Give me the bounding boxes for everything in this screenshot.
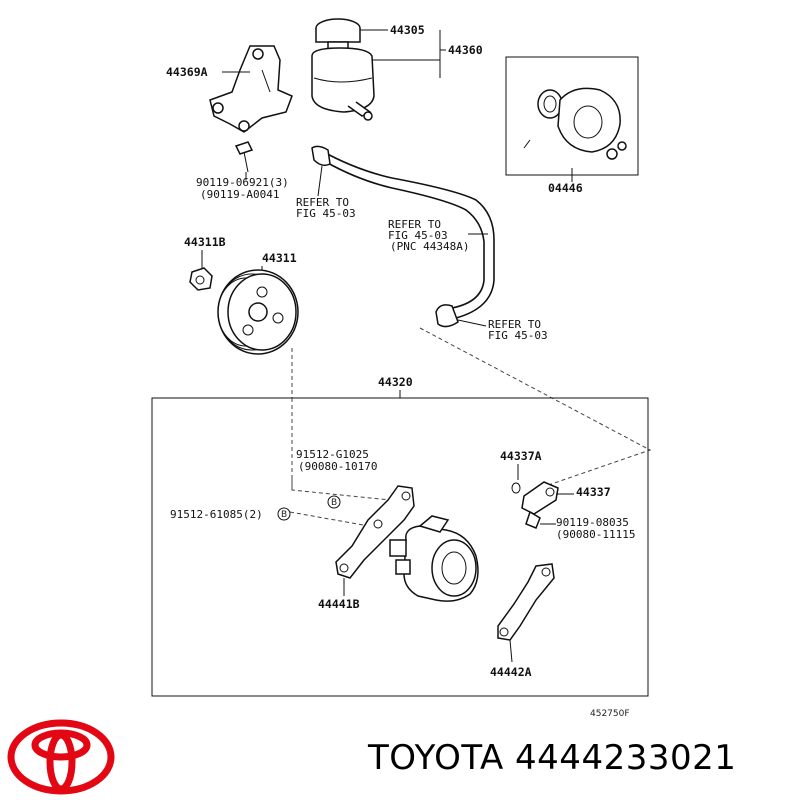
- label-44311: 44311: [262, 251, 297, 265]
- reservoir-tank: [311, 18, 375, 121]
- label-bolt-90119-a0041: (90119-A0041: [200, 188, 279, 201]
- assembly-box-44320: [151, 397, 649, 697]
- label-refer-1a: REFER TO: [296, 196, 349, 209]
- label-screw-91512-g1025: 91512-G1025: [296, 448, 369, 461]
- label-44320: 44320: [378, 375, 413, 389]
- label-44311b: 44311B: [184, 235, 226, 249]
- label-bolt-90080-11115: (90080-11115: [556, 528, 635, 541]
- label-refer-3b: FIG 45-03: [488, 329, 548, 342]
- label-04446: 04446: [548, 181, 583, 195]
- part-number: 4444233021: [515, 738, 737, 778]
- label-bolt-90119-06921: 90119-06921(3): [196, 176, 289, 189]
- label-44305: 44305: [390, 23, 425, 37]
- toyota-logo-icon: [7, 719, 115, 795]
- brand-name: TOYOTA: [368, 738, 504, 778]
- label-44442a: 44442A: [490, 665, 532, 679]
- label-bolt-91512-61085: 91512-61085(2): [170, 508, 263, 521]
- nut-44311b: [189, 267, 213, 291]
- label-bolt-90119-08035: 90119-08035: [556, 516, 629, 529]
- mark-b-right-text: B: [331, 498, 337, 508]
- pump-body: [389, 515, 479, 602]
- label-refer-2b: FIG 45-03: [388, 229, 448, 242]
- gasket-kit: [523, 87, 627, 160]
- label-44360: 44360: [448, 43, 483, 57]
- pulley-44311: [217, 269, 299, 355]
- label-refer-2a: REFER TO: [388, 218, 441, 231]
- hose: [311, 145, 495, 328]
- bracket-44442a: [497, 563, 555, 641]
- bracket-44441b: [335, 485, 415, 579]
- mark-b-left-text: B: [281, 510, 287, 520]
- label-44337: 44337: [576, 485, 611, 499]
- bracket-44369a: [209, 45, 293, 133]
- bolt-90119: [234, 141, 254, 173]
- label-refer-3a: REFER TO: [488, 318, 541, 331]
- label-44337a: 44337A: [500, 449, 542, 463]
- o-ring-44337a: [511, 482, 521, 494]
- union-44337: [521, 481, 559, 529]
- label-refer-1b: FIG 45-03: [296, 207, 356, 220]
- diagram-ref-code: 452750F: [590, 709, 630, 719]
- label-44441b: 44441B: [318, 597, 360, 611]
- label-screw-90080-10170: (90080-10170: [298, 460, 377, 473]
- label-refer-2c: (PNC 44348A): [390, 240, 469, 253]
- mark-b-left: [277, 507, 291, 521]
- footer-brand-line: TOYOTA 4444233021: [368, 738, 788, 790]
- mark-b-right: [327, 495, 341, 509]
- label-44369a: 44369A: [166, 65, 208, 79]
